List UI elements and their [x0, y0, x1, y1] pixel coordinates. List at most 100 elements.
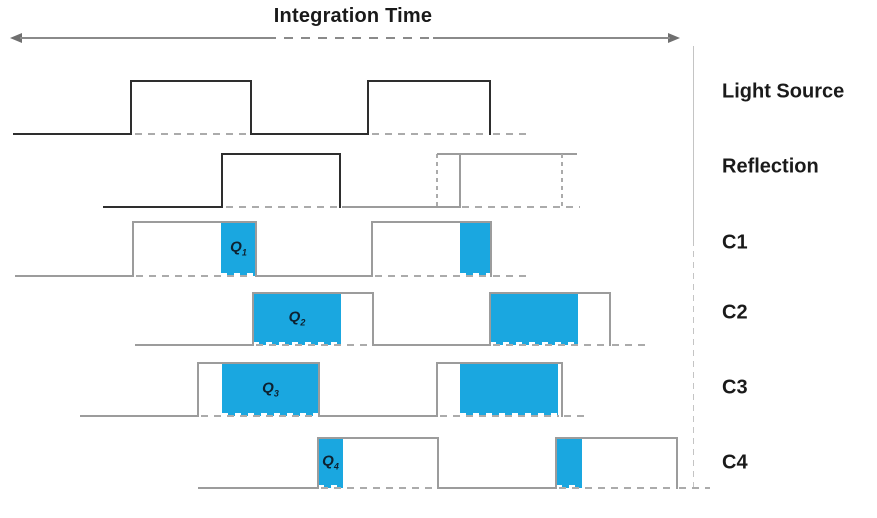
charge-subscript: 3	[273, 388, 279, 399]
c4-wave-segment	[676, 437, 678, 489]
charge-c2-2	[490, 293, 578, 345]
charge-c1-1	[221, 222, 256, 276]
signal-label-light-source: Light Source	[722, 80, 845, 103]
signal-label-c3: C3	[722, 376, 748, 399]
c3-wave-segment	[197, 362, 199, 417]
charge-label-q2: Q2	[289, 309, 306, 328]
charge-c4-1	[318, 438, 343, 488]
reflection-wave-segment	[103, 205, 222, 209]
reflection-ghost-edge-dotted	[561, 154, 563, 207]
charge-label-q3: Q3	[262, 379, 279, 398]
c2-wave-segment	[135, 344, 253, 346]
light-source-wave-segment	[13, 132, 131, 136]
charge-label-q4: Q4	[322, 453, 339, 472]
light-source-wave-segment	[368, 79, 490, 83]
charge-letter: Q	[322, 452, 334, 470]
reflection-ghost-edge-dotted	[436, 154, 438, 207]
c3-wave-segment	[561, 362, 563, 417]
light-source-baseline-dash	[372, 133, 487, 135]
reflection-baseline-dash	[226, 206, 338, 208]
light-source-wave-segment	[249, 79, 253, 136]
c4-wave-segment	[317, 437, 319, 489]
c1-wave-segment	[372, 221, 491, 223]
reflection-baseline-dash	[462, 206, 580, 208]
c1-baseline-dash	[375, 275, 488, 277]
signal-label-reflection: Reflection	[722, 155, 819, 178]
c2-wave-segment	[609, 292, 611, 346]
c4-baseline-dash	[321, 487, 435, 489]
charge-letter: Q	[262, 379, 274, 397]
reflection-wave-segment	[342, 206, 460, 208]
c1-baseline-dash	[493, 275, 528, 277]
reflection-wave-segment	[220, 152, 224, 209]
c3-wave-segment	[80, 415, 198, 417]
c4-baseline-dash	[679, 487, 710, 489]
charge-subscript: 2	[300, 317, 306, 328]
charge-subscript: 4	[333, 461, 339, 472]
charge-baseline-dash-mask	[318, 485, 343, 488]
c4-wave-segment	[556, 437, 677, 439]
separator-dashed	[692, 240, 694, 490]
light-source-baseline-dash	[135, 133, 249, 135]
c4-wave-segment	[198, 487, 318, 489]
c1-wave-segment	[490, 221, 492, 277]
light-source-wave-segment	[488, 79, 492, 136]
charge-baseline-dash-mask	[222, 413, 319, 416]
c3-wave-segment	[319, 415, 437, 417]
charge-baseline-dash-mask	[556, 485, 582, 488]
signal-label-c2: C2	[722, 301, 748, 324]
light-source-baseline-dash	[493, 133, 527, 135]
c2-baseline-dash	[256, 344, 370, 346]
charge-baseline-dash-mask	[221, 273, 256, 276]
c4-wave-segment	[555, 437, 557, 489]
reflection-wave-segment	[459, 153, 461, 208]
arrow-left-head-icon	[10, 33, 22, 43]
charge-c1-2	[460, 222, 491, 276]
reflection-wave-segment	[338, 152, 342, 209]
charge-subscript: 1	[241, 247, 247, 258]
arrow-line-solid	[433, 37, 670, 39]
charge-baseline-dash-mask	[460, 273, 491, 276]
c3-wave-segment	[436, 362, 438, 417]
light-source-wave-segment	[251, 132, 368, 136]
c3-baseline-dash	[564, 415, 590, 417]
charge-letter: Q	[230, 238, 242, 256]
c4-wave-segment	[318, 437, 438, 439]
charge-baseline-dash-mask	[253, 342, 341, 345]
c2-baseline-dash	[612, 344, 648, 346]
charge-label-q1: Q1	[230, 239, 247, 258]
signal-label-c1: C1	[722, 231, 748, 254]
separator-solid	[692, 46, 694, 240]
c1-wave-segment	[132, 221, 134, 277]
c2-wave-segment	[252, 292, 254, 346]
c1-wave-segment	[133, 221, 256, 223]
light-source-wave-segment	[131, 79, 251, 83]
c3-wave-segment	[198, 362, 319, 364]
diagram-title: Integration Time	[273, 5, 433, 27]
c1-wave-segment	[371, 221, 373, 277]
c1-wave-segment	[15, 275, 133, 277]
c4-wave-segment	[437, 437, 439, 489]
charge-baseline-dash-mask	[490, 342, 578, 345]
c2-wave-segment	[373, 344, 490, 346]
c3-wave-segment	[437, 362, 562, 364]
c1-wave-segment	[256, 275, 372, 277]
charge-baseline-dash-mask	[460, 413, 558, 416]
c3-wave-segment	[318, 362, 320, 417]
signal-label-c4: C4	[722, 451, 748, 474]
c1-baseline-dash	[136, 275, 253, 277]
c1-wave-segment	[255, 221, 257, 277]
arrow-line-dashed	[267, 37, 433, 39]
arrow-right-head-icon	[668, 33, 680, 43]
c3-baseline-dash	[201, 415, 316, 417]
charge-c2-1	[253, 293, 341, 345]
c4-wave-segment	[438, 487, 556, 489]
c2-wave-segment	[490, 292, 610, 294]
c3-baseline-dash	[440, 415, 559, 417]
reflection-wave-segment	[437, 153, 577, 155]
c2-wave-segment	[253, 292, 373, 294]
charge-c3-2	[460, 363, 558, 416]
charge-c4-2	[556, 438, 582, 488]
light-source-wave-segment	[129, 79, 133, 136]
